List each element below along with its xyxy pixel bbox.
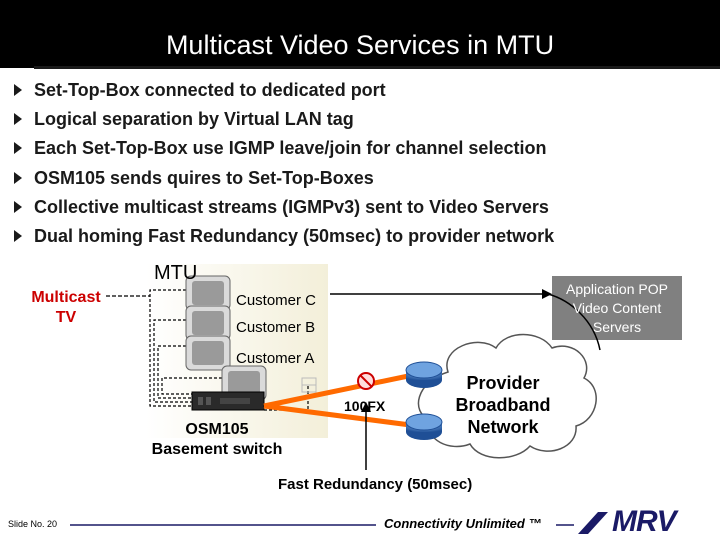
bullet-item: OSM105 sends quires to Set-Top-Boxes bbox=[14, 166, 554, 195]
bullet-arrow-icon bbox=[14, 200, 22, 213]
mtu-label: MTU bbox=[154, 262, 198, 284]
pop-arrow-icon bbox=[542, 289, 552, 299]
router-bottom-icon bbox=[405, 413, 443, 440]
blocked-icon bbox=[357, 372, 375, 390]
title-divider bbox=[34, 66, 720, 69]
fast-redundancy-label: Fast Redundancy (50msec) bbox=[278, 476, 473, 493]
app-pop-line3: Servers bbox=[592, 319, 642, 335]
bullet-text: Collective multicast streams (IGMPv3) se… bbox=[34, 196, 549, 217]
provider-network-label: Provider Broadband Network bbox=[440, 372, 566, 438]
router-top-icon bbox=[405, 361, 443, 388]
provider-line2: Broadband bbox=[455, 395, 551, 415]
fiber-links bbox=[263, 371, 419, 429]
multicast-tv-label: Multicast TV bbox=[24, 288, 108, 328]
bullet-text: Set-Top-Box connected to dedicated port bbox=[34, 80, 386, 100]
bullet-arrow-icon bbox=[14, 84, 22, 96]
customer-b-label: Customer B bbox=[236, 319, 316, 336]
slide-number: Slide No. 20 bbox=[8, 519, 58, 529]
link-label-100fx: 100FX bbox=[344, 398, 386, 414]
footer-tagline: Connectivity Unlimited ™ bbox=[384, 516, 542, 531]
tv-customer-b bbox=[185, 305, 231, 341]
osm105-switch bbox=[191, 391, 265, 411]
bullet-item: Logical separation by Virtual LAN tag bbox=[14, 107, 554, 136]
set-top-box-links bbox=[149, 289, 309, 411]
bullet-arrow-icon bbox=[14, 229, 22, 242]
mrv-logo-text: MRV bbox=[612, 505, 677, 538]
bullet-arrow-icon bbox=[14, 171, 22, 184]
redundancy-arrow-icon bbox=[361, 402, 371, 412]
bullet-item: Dual homing Fast Redundancy (50msec) to … bbox=[14, 224, 554, 253]
bullet-arrow-icon bbox=[14, 113, 22, 126]
bullet-text: Logical separation by Virtual LAN tag bbox=[34, 109, 354, 130]
bullet-item: Set-Top-Box connected to dedicated port bbox=[14, 78, 554, 107]
bullet-text: OSM105 sends quires to Set-Top-Boxes bbox=[34, 167, 374, 188]
application-pop-label: Application POP Video Content Servers bbox=[552, 280, 682, 337]
pop-to-cloud-link bbox=[547, 293, 601, 351]
slide-title: Multicast Video Services in MTU bbox=[165, 30, 555, 60]
bullet-item: Each Set-Top-Box use IGMP leave/join for… bbox=[14, 136, 554, 165]
osm105-label: OSM105 Basement switch bbox=[142, 420, 292, 460]
bullet-item: Collective multicast streams (IGMPv3) se… bbox=[14, 195, 554, 224]
multicast-tv-line1: Multicast bbox=[31, 289, 101, 306]
bullet-text: Each Set-Top-Box use IGMP leave/join for… bbox=[34, 138, 547, 159]
customer-c-label: Customer C bbox=[236, 292, 317, 309]
bullet-text: Dual homing Fast Redundancy (50msec) to … bbox=[34, 225, 555, 246]
title-bar bbox=[0, 0, 720, 68]
mrv-logo bbox=[578, 512, 614, 534]
building-icon bbox=[301, 377, 317, 393]
multicast-tv-line2: TV bbox=[55, 309, 77, 326]
osm105-line1: OSM105 bbox=[185, 421, 249, 438]
provider-line1: Provider bbox=[466, 373, 540, 393]
bullet-list: Set-Top-Box connected to dedicated port … bbox=[14, 78, 554, 253]
osm105-line2: Basement switch bbox=[151, 441, 283, 458]
tv-customer-a bbox=[185, 335, 231, 371]
provider-line3: Network bbox=[467, 417, 539, 437]
app-pop-line1: Application POP bbox=[566, 281, 668, 297]
app-pop-line2: Video Content bbox=[572, 300, 662, 316]
tv-customer-c bbox=[185, 275, 231, 311]
customer-a-label: Customer A bbox=[236, 350, 315, 367]
bullet-arrow-icon bbox=[14, 142, 22, 155]
